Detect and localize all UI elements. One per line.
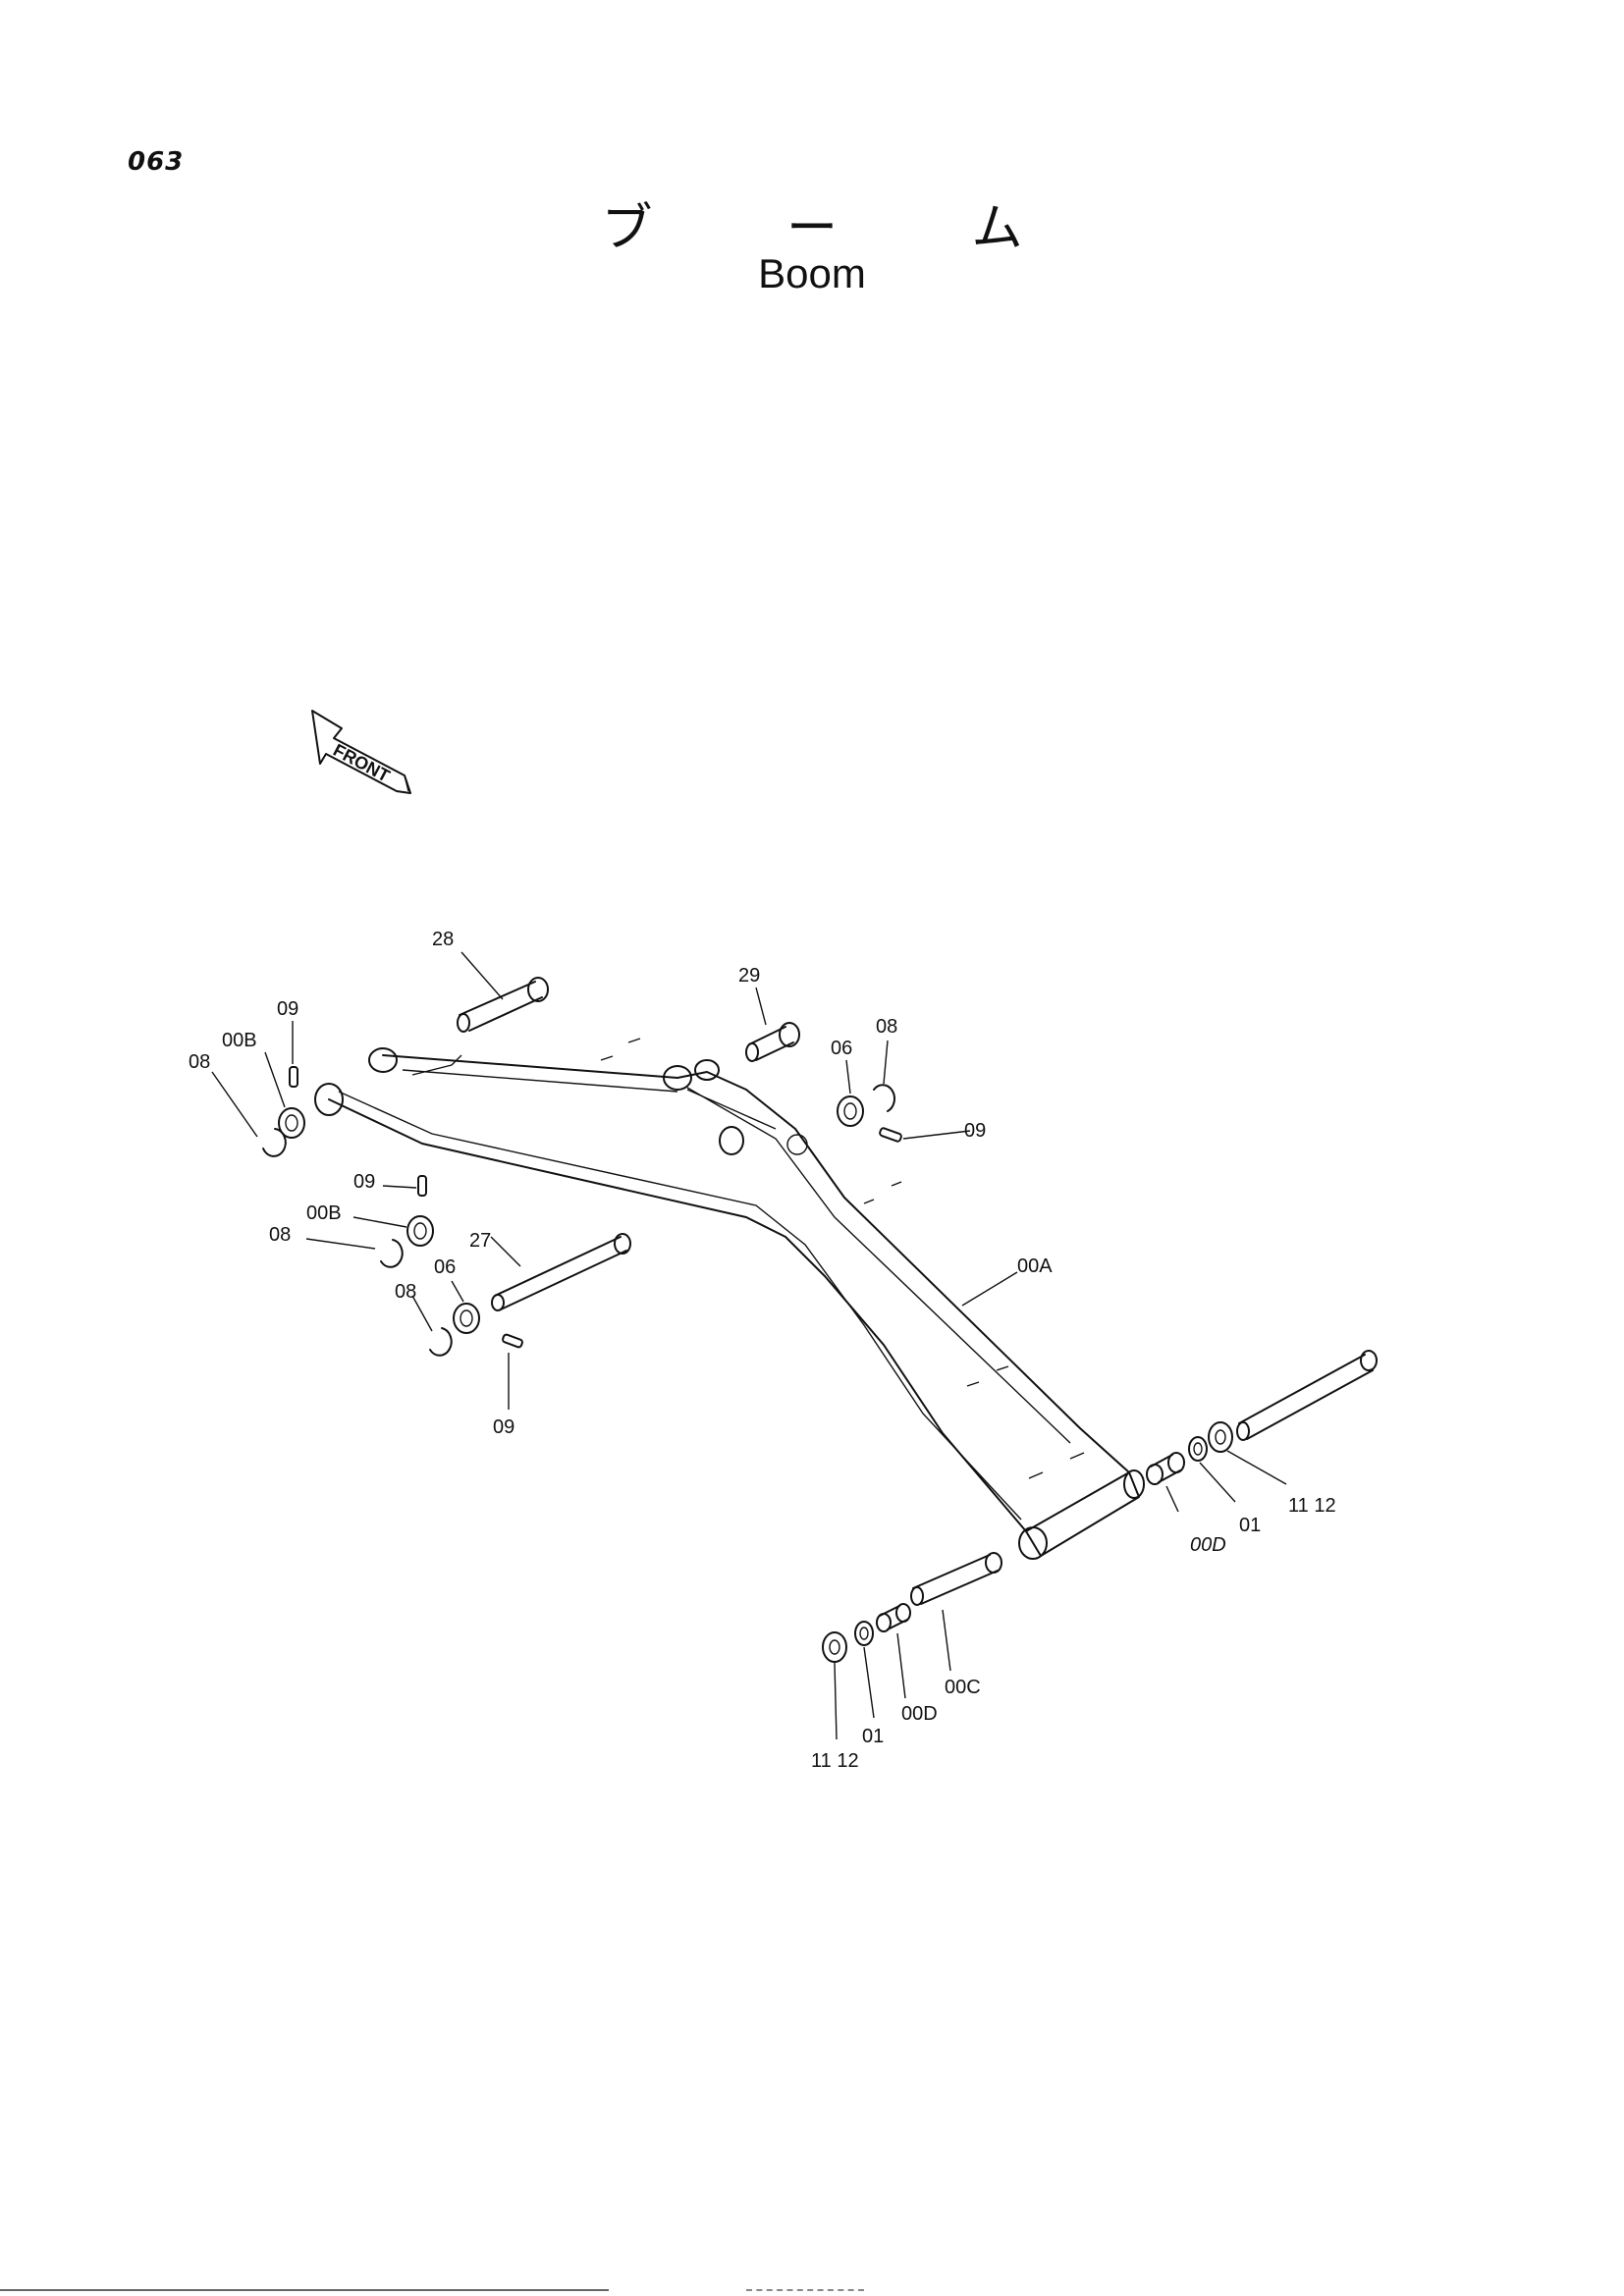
small-parts <box>262 1066 1233 1663</box>
callout-08: 08 <box>189 1051 210 1073</box>
title-japanese: ブ ー ム <box>601 199 1082 258</box>
callout-labels: 28 29 09 00B 08 06 08 09 09 00B 08 27 06… <box>189 929 1336 1772</box>
front-label: FRONT <box>330 740 393 786</box>
callout-08: 08 <box>269 1224 291 1246</box>
pin-00C <box>910 1552 1002 1606</box>
callout-00D: 00D <box>1190 1534 1226 1556</box>
callout-08: 08 <box>876 1016 897 1038</box>
callout-27: 27 <box>469 1230 491 1252</box>
callout-00B: 00B <box>306 1202 342 1224</box>
callout-09: 09 <box>277 998 298 1020</box>
title-english: Boom <box>758 250 866 296</box>
callout-11-12: 11 12 <box>811 1750 859 1772</box>
callout-09: 09 <box>493 1416 514 1438</box>
callout-00D: 00D <box>901 1703 938 1725</box>
bottom-rule-dashed <box>746 2289 864 2291</box>
callout-00A: 00A <box>1017 1255 1053 1277</box>
pin-28 <box>457 977 549 1033</box>
pin-29 <box>745 1022 800 1062</box>
callout-28: 28 <box>432 929 454 950</box>
callout-09: 09 <box>353 1171 375 1193</box>
callout-01: 01 <box>862 1726 884 1747</box>
callout-11-12: 11 12 <box>1288 1495 1336 1517</box>
bottom-rule <box>0 2289 609 2291</box>
callout-06: 06 <box>831 1038 852 1059</box>
callout-09: 09 <box>964 1120 986 1142</box>
callout-01: 01 <box>1239 1515 1261 1536</box>
callout-06: 06 <box>434 1256 456 1278</box>
pin-27 <box>491 1233 631 1311</box>
boom-body <box>314 1038 1145 1560</box>
callout-29: 29 <box>738 965 760 987</box>
front-arrow-icon: FRONT <box>311 710 411 794</box>
leader-lines <box>211 951 1287 1740</box>
callout-00C: 00C <box>945 1677 981 1698</box>
page-number: 063 <box>128 147 185 177</box>
pin-foot-right <box>1236 1350 1378 1441</box>
callout-00B: 00B <box>222 1030 257 1051</box>
callout-08: 08 <box>395 1281 416 1303</box>
